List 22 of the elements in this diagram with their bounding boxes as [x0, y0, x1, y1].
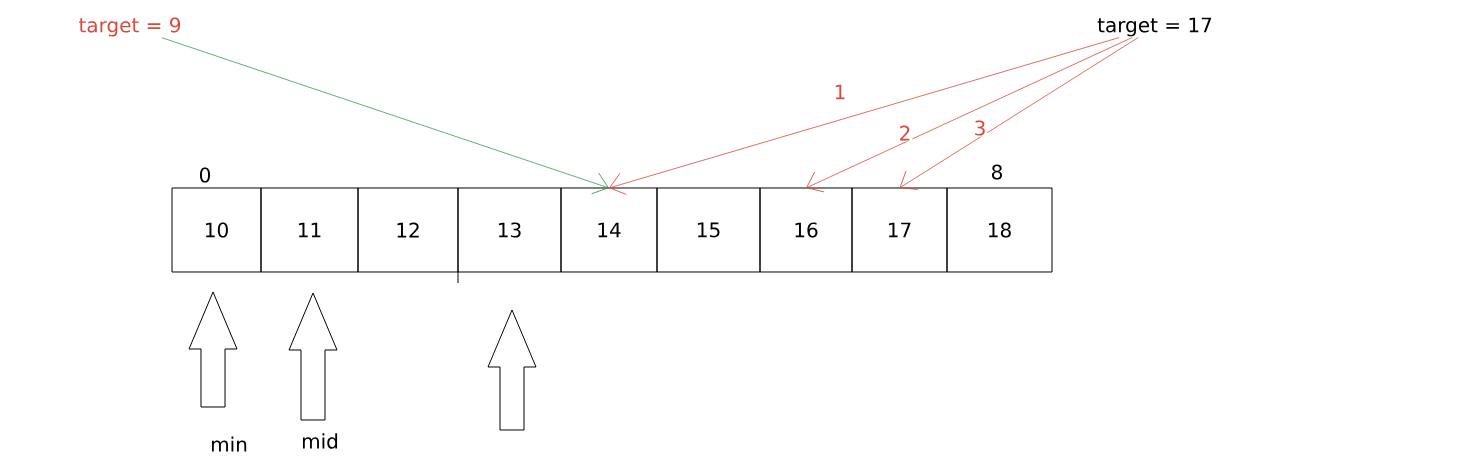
- edge-label: 1: [835, 84, 845, 100]
- pointer-label: mid: [302, 433, 338, 449]
- array-cell: 17: [851, 187, 948, 273]
- arrow: [806, 37, 1133, 193]
- arrow: [161, 37, 609, 195]
- target-text: target = 17: [1097, 17, 1212, 37]
- array-cell: 18: [946, 187, 1053, 273]
- array-cell: 16: [759, 187, 853, 273]
- edge-label: 2: [900, 125, 910, 141]
- array-cell: 14: [560, 187, 658, 273]
- arrow: [609, 37, 1120, 195]
- array-cell: 12: [357, 187, 459, 273]
- array-cell: 11: [260, 187, 359, 273]
- index-label: 0: [199, 167, 211, 183]
- edge-label: 3: [975, 120, 985, 136]
- arrow: [899, 37, 1139, 190]
- array-cell: 13: [457, 187, 562, 273]
- pointer-label: min: [212, 436, 247, 452]
- array-cell: 15: [656, 187, 761, 273]
- target-text: target = 9: [79, 17, 181, 37]
- array-cell: 10: [171, 187, 262, 273]
- index-label: 8: [992, 164, 1002, 180]
